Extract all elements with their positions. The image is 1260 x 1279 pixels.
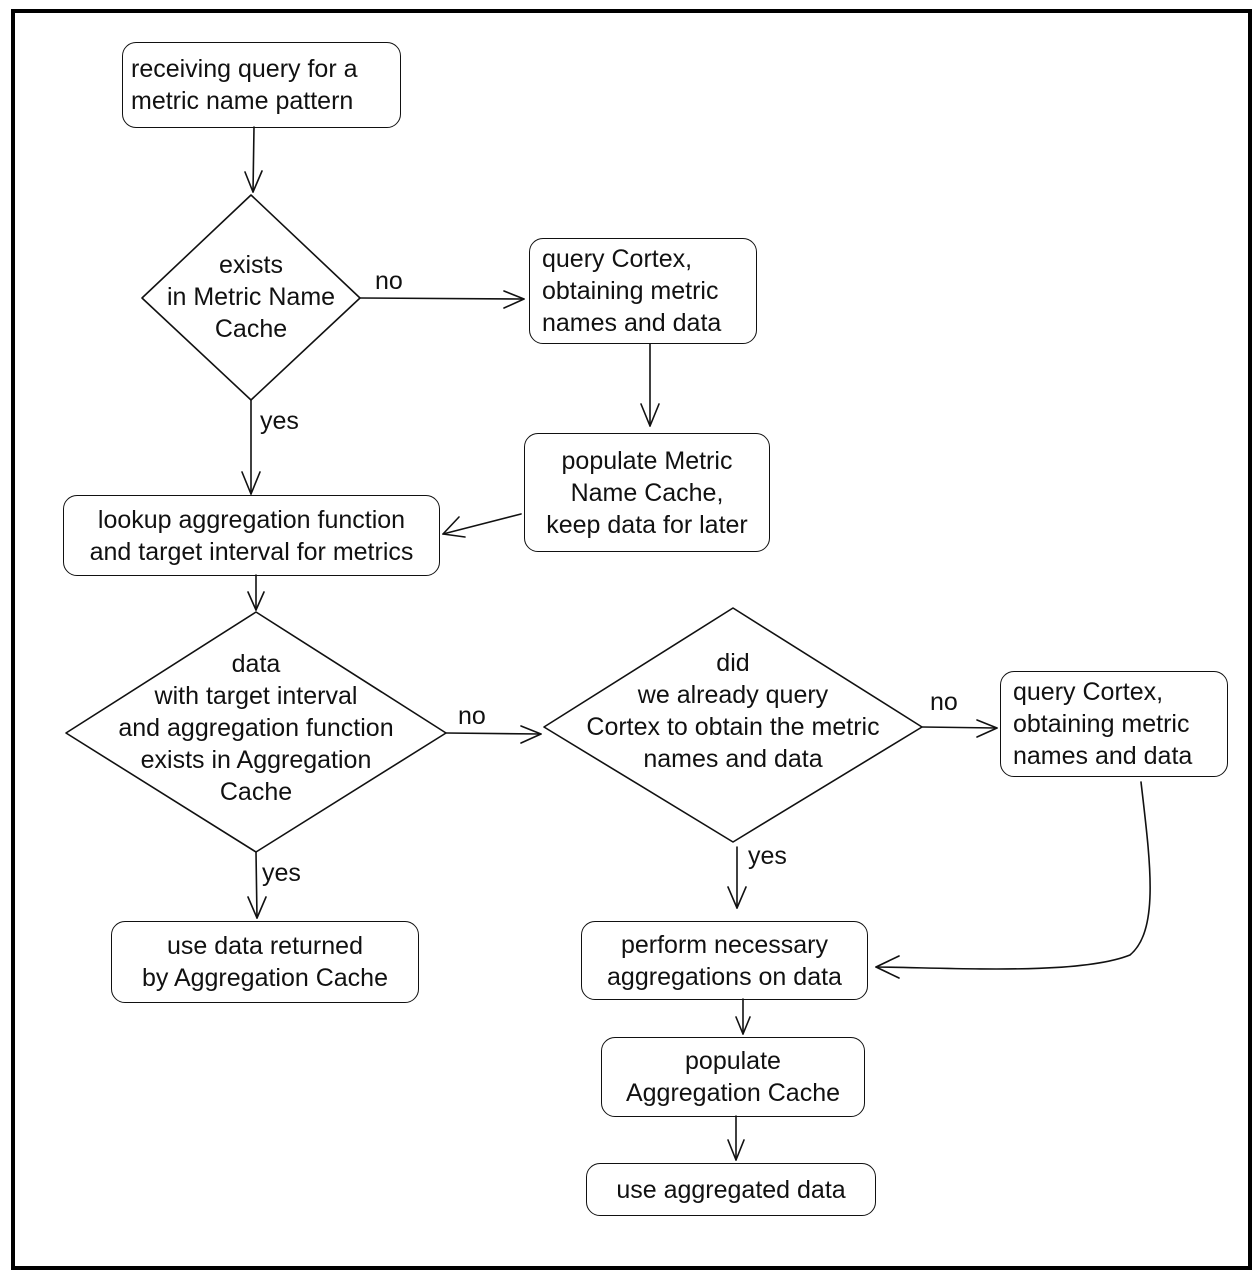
edge-label-no-3: no xyxy=(930,688,958,716)
decision-text-already-queried: did we already query Cortex to obtain th… xyxy=(586,649,880,773)
arrowhead-queried-no-to-query xyxy=(976,719,998,738)
node-use-aggregation-cache-data: use data returned by Aggregation Cache xyxy=(111,921,419,1003)
node-populate-aggregation-cache: populate Aggregation Cache xyxy=(601,1037,865,1117)
edge-label-no-2: no xyxy=(458,702,486,730)
decision-text-aggregation-cache: data with target interval and aggregatio… xyxy=(118,650,394,806)
decision-text-metric-cache: exists in Metric Name Cache xyxy=(166,251,336,343)
arrowhead-data-yes-to-use-cache xyxy=(247,896,267,919)
arrowhead-start-to-exists xyxy=(244,170,263,193)
arrow-data-yes-to-use-cache xyxy=(255,851,258,919)
arrowhead-populate-to-lookup xyxy=(442,516,466,538)
arrowhead-exists-yes-to-lookup xyxy=(241,471,261,495)
arrowhead-populate-cache-to-use-data xyxy=(727,1139,745,1161)
arrow-start-to-exists xyxy=(252,126,255,193)
node-perform-aggregations: perform necessary aggregations on data xyxy=(581,921,868,1000)
edge-label-yes-1: yes xyxy=(260,407,299,435)
edge-label-no-1: no xyxy=(375,267,403,295)
arrow-exists-no-to-query xyxy=(359,297,525,300)
node-receiving-query: receiving query for a metric name patter… xyxy=(122,42,401,128)
arrowhead-exists-no-to-query xyxy=(503,290,525,309)
node-query-cortex-1: query Cortex, obtaining metric names and… xyxy=(529,238,757,344)
arrowhead-query-to-populate xyxy=(640,403,660,427)
diagram-frame xyxy=(11,9,1252,1270)
arrowhead-data-no-to-already-queried xyxy=(520,725,542,744)
arrowhead-queried-yes-to-perform xyxy=(727,886,747,909)
node-populate-metric-name-cache: populate Metric Name Cache, keep data fo… xyxy=(524,433,770,552)
arrowhead-query-to-perform xyxy=(875,955,900,979)
arrow-data-no-to-already-queried xyxy=(445,732,542,735)
node-lookup-aggregation: lookup aggregation function and target i… xyxy=(63,495,440,576)
arrowhead-lookup-to-data-exists xyxy=(247,591,265,611)
decision-diamond-already-queried xyxy=(543,607,923,843)
arrowhead-perform-to-populate-cache xyxy=(735,1016,751,1035)
node-query-cortex-2: query Cortex, obtaining metric names and… xyxy=(1000,671,1228,777)
arrow-populate-to-lookup xyxy=(442,513,522,535)
node-use-aggregated-data: use aggregated data xyxy=(586,1163,876,1216)
arrow-queried-no-to-query xyxy=(921,726,998,729)
edge-label-yes-3: yes xyxy=(748,842,787,870)
arrow-query-to-perform-curve xyxy=(875,781,1151,970)
edge-label-yes-2: yes xyxy=(262,859,301,887)
